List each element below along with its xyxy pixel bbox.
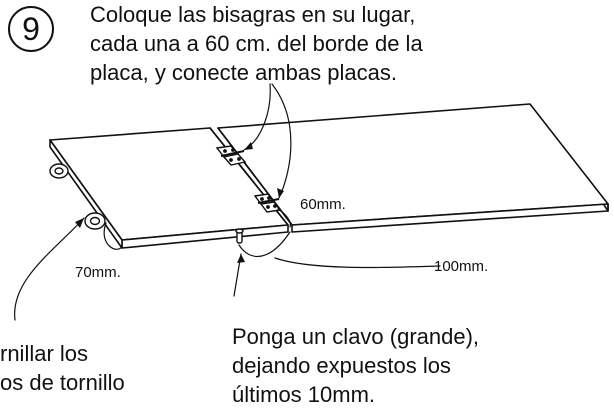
- screw-instruction-text: rnillar los os de tornillo: [0, 339, 125, 397]
- hinge-upper: [215, 145, 247, 166]
- nail-instruction-line-2: dejando expuestos los: [232, 353, 451, 378]
- screw-instruction-line-2: os de tornillo: [0, 370, 125, 395]
- nail-offset-label: 100mm.: [434, 258, 489, 275]
- screw-instruction-line-1: rnillar los: [0, 341, 89, 366]
- right-board-side: [603, 203, 609, 212]
- screw-70mm-dimension: [103, 222, 123, 250]
- screw-offset-label: 70mm.: [75, 264, 121, 281]
- hinge-60mm-dimension: [277, 208, 291, 228]
- hinge-leader-lower: [271, 83, 292, 199]
- arrowhead-hinge-upper: [244, 142, 253, 150]
- arrowhead-screw: [75, 218, 84, 228]
- eye-screw-lower: [84, 212, 106, 230]
- hinge-instruction-line-1: Coloque las bisagras en su lugar,: [90, 2, 416, 27]
- hinge-instruction-line-2: cada una a 60 cm. del borde de la: [90, 31, 423, 56]
- hinge-offset-label: 60mm.: [300, 196, 346, 213]
- screw-leader: [14, 217, 85, 321]
- hinge-instruction-line-3: placa, y conecte ambas placas.: [90, 60, 397, 85]
- step-number: 9: [22, 11, 40, 47]
- step-number-circle: 9: [8, 6, 54, 52]
- arrowhead-hinge-lower: [277, 188, 284, 198]
- nail: [235, 228, 244, 244]
- arrowhead-nail: [237, 254, 245, 263]
- nail-instruction-text: Ponga un clavo (grande), dejando expuest…: [232, 322, 479, 409]
- nail-100mm-dimension: [238, 231, 441, 269]
- nail-instruction-line-1: Ponga un clavo (grande),: [232, 324, 480, 349]
- eye-screw-upper: [49, 163, 69, 179]
- nail-instruction-line-3: últimos 10mm.: [232, 382, 376, 407]
- hinge-instruction-text: Coloque las bisagras en su lugar, cada u…: [90, 0, 423, 87]
